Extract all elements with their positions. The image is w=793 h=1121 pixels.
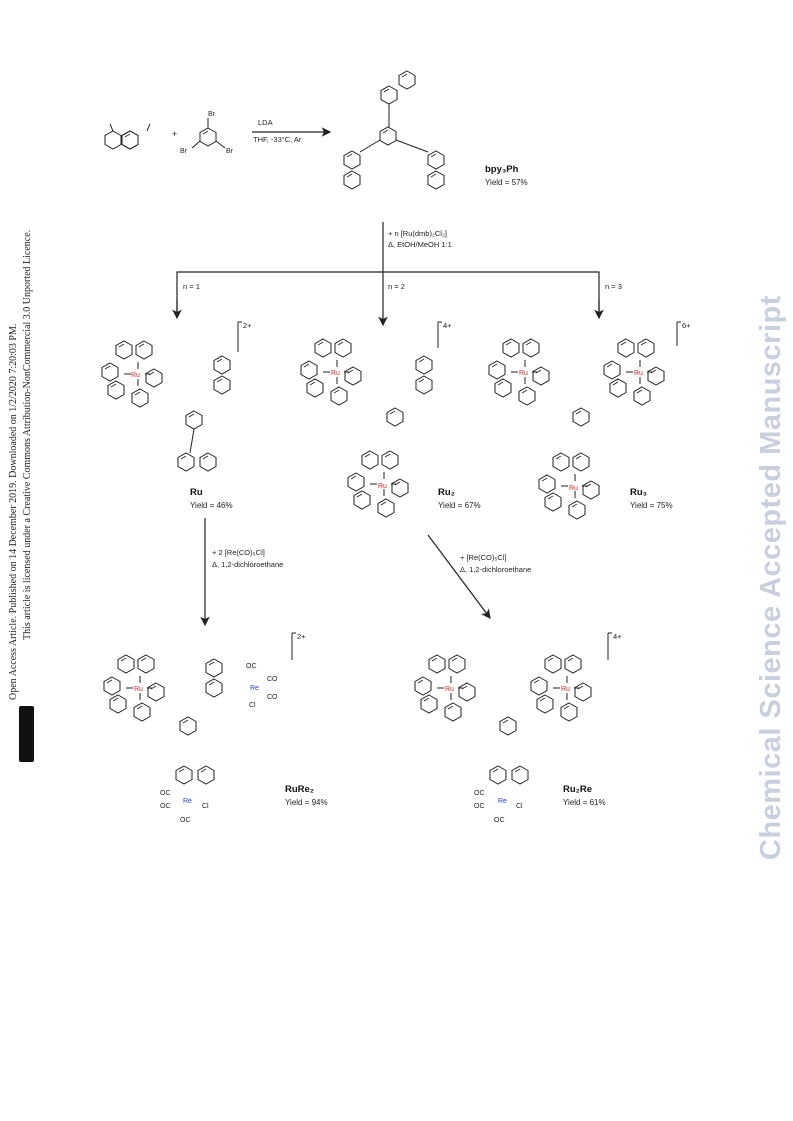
compound-yield-bpy3ph: Yield = 57% — [485, 178, 528, 187]
ru3-atom-2: Ru — [634, 370, 643, 377]
ru2-atom-1: Ru — [331, 370, 340, 377]
charge-ru2: 4+ — [443, 321, 452, 330]
reactant-tribromide: Br Br Br — [180, 111, 234, 155]
step1-reagent: LDA — [258, 118, 273, 127]
ru-atom: Ru — [131, 372, 140, 379]
br-atom-right: Br — [226, 148, 234, 155]
plus-sign: + — [172, 129, 177, 139]
branch-bracket — [176, 271, 600, 316]
ru2-atom-2: Ru — [378, 483, 387, 490]
step1-conditions: THF, -33°C, Ar — [253, 135, 302, 144]
compound-name-ru2: Ru₂ — [438, 487, 455, 498]
cc-license-badge[interactable]: BY-NC — [11, 706, 34, 762]
rure2-co-2: CO — [267, 694, 278, 701]
compound-yield-ru: Yield = 46% — [190, 501, 233, 510]
ru2re-re-atom: Re — [498, 798, 507, 805]
compound-yield-ru3: Yield = 75% — [630, 501, 673, 510]
step3b-reagent: + [Re(CO)₅Cl] — [460, 553, 507, 562]
compound-name-bpy3ph: bpy₃Ph — [485, 164, 519, 175]
molecule-bpy3ph — [343, 70, 445, 190]
rure2-cl-1: Cl — [249, 702, 256, 709]
charge-rure2: 2+ — [297, 632, 306, 641]
compound-yield-ru2: Yield = 67% — [438, 501, 481, 510]
ru2re-cl: Cl — [516, 803, 523, 810]
step3a-reagent: + 2 [Re(CO)₅Cl] — [212, 548, 265, 557]
step2-conditions: Δ, EtOH/MeOH 1:1 — [388, 240, 452, 249]
ru2re-oc-1: OC — [474, 790, 485, 797]
charge-ru2re: 4+ — [613, 632, 622, 641]
step3b-conditions: Δ, 1,2-dichloroethane — [460, 565, 531, 574]
molecule-ru2re: Ru Ru Re OC OC OC Cl — [415, 655, 591, 824]
step3a-conditions: Δ, 1,2-dichloroethane — [212, 560, 283, 569]
br-atom-left: Br — [180, 148, 188, 155]
charge-ru: 2+ — [243, 321, 252, 330]
rure2-oc-4: OC — [180, 817, 191, 824]
rure2-oc-1: OC — [246, 663, 257, 670]
ru2re-ru-atom-1: Ru — [445, 686, 454, 693]
ru2re-oc-3: OC — [494, 817, 505, 824]
arrow-step3b — [427, 534, 491, 619]
rure2-oc-2: OC — [160, 790, 171, 797]
reactant-dimethylbipyridine — [104, 123, 151, 150]
molecule-ru2: Ru Ru — [301, 339, 433, 517]
branch-label-n3: n = 3 — [605, 282, 622, 291]
compound-name-ru: Ru — [190, 487, 203, 498]
rure2-re-atom-1: Re — [250, 685, 259, 692]
step2-reagent: + n [Ru(dmb)₂Cl₂] — [388, 229, 447, 238]
molecule-ru: Ru — [102, 341, 231, 472]
branch-label-n2: n = 2 — [388, 282, 405, 291]
compound-name-ru2re: Ru₂Re — [563, 784, 592, 795]
rure2-co-1: CO — [267, 676, 278, 683]
ru3-atom-1: Ru — [519, 370, 528, 377]
rure2-cl-2: Cl — [202, 803, 209, 810]
ru2re-oc-2: OC — [474, 803, 485, 810]
rure2-re-atom-2: Re — [183, 798, 192, 805]
br-atom-top: Br — [208, 111, 216, 118]
ru2re-ru-atom-2: Ru — [561, 686, 570, 693]
molecule-ru3: Ru Ru Ru — [489, 339, 664, 519]
ru3-atom-3: Ru — [569, 485, 578, 492]
rure2-oc-3: OC — [160, 803, 171, 810]
compound-yield-rure2: Yield = 94% — [285, 798, 328, 807]
charge-ru3: 6+ — [682, 321, 691, 330]
molecule-rure2: Ru Re OC CO CO Cl Re OC OC OC Cl — [104, 655, 278, 824]
branch-label-n1: n = 1 — [183, 282, 200, 291]
compound-name-ru3: Ru₃ — [630, 487, 647, 498]
compound-yield-ru2re: Yield = 61% — [563, 798, 606, 807]
rure2-ru-atom: Ru — [134, 686, 143, 693]
compound-name-rure2: RuRe₂ — [285, 784, 314, 795]
